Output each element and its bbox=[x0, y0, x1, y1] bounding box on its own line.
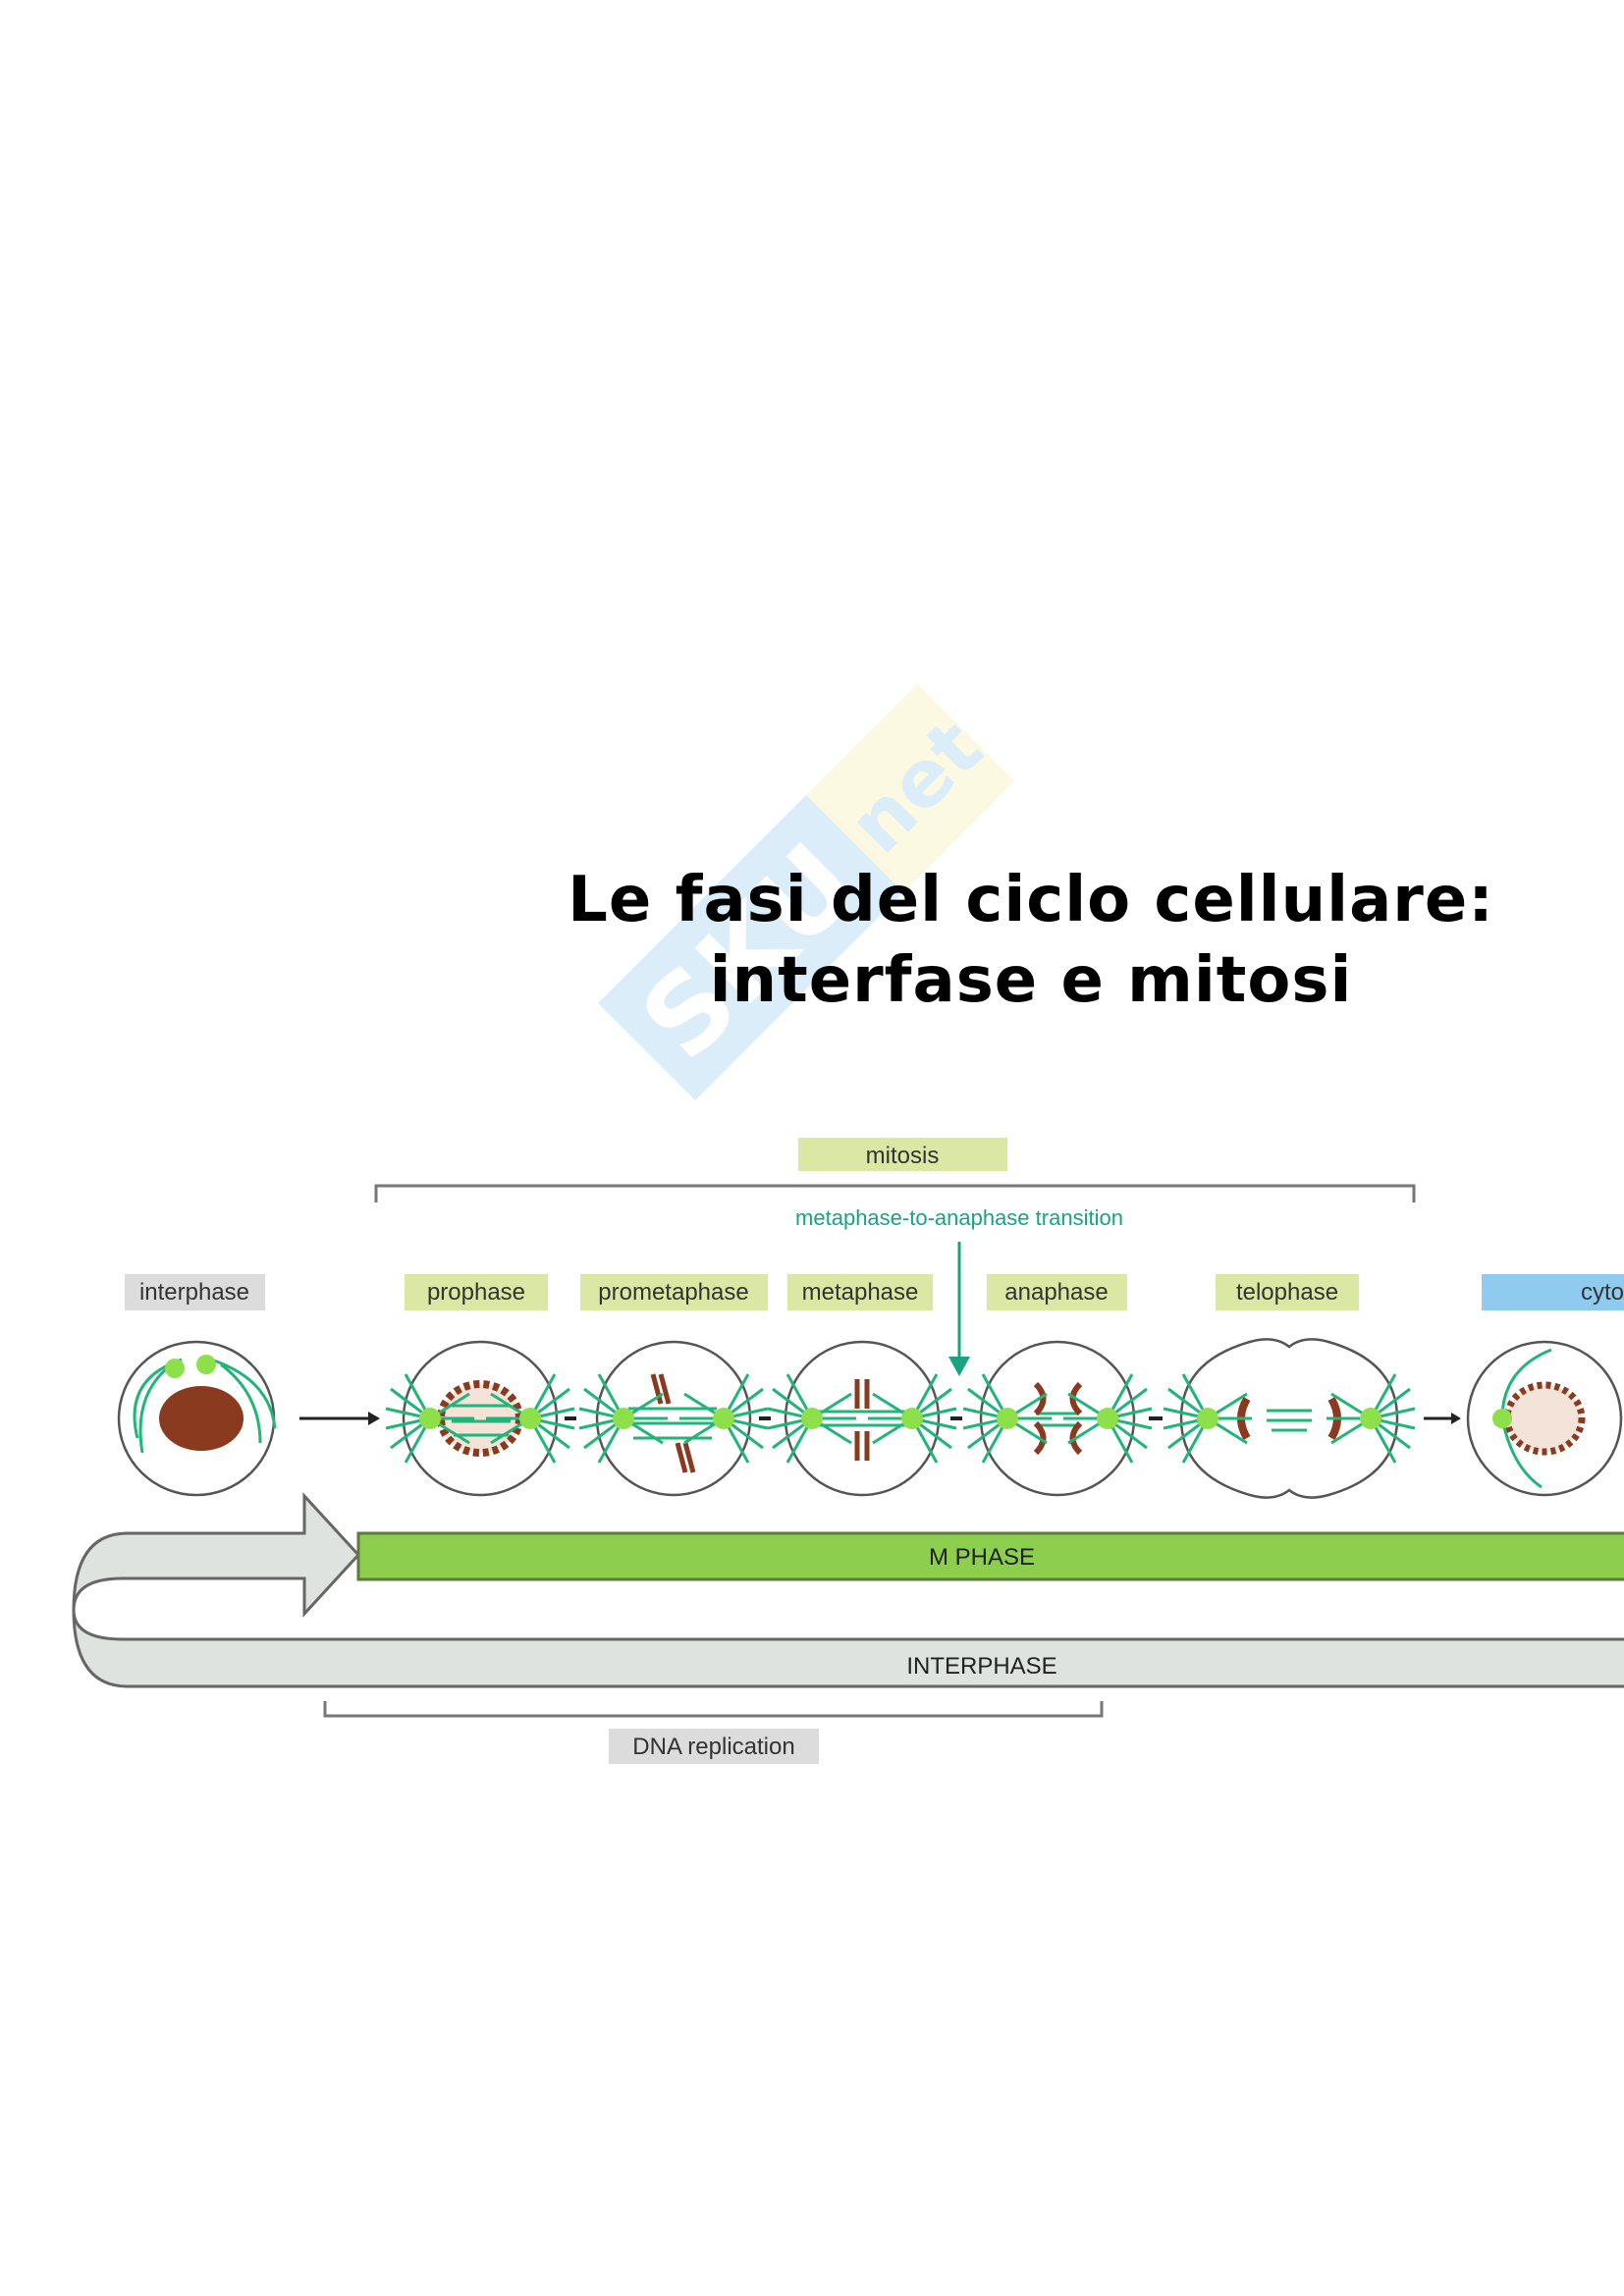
m-phase-label: M PHASE bbox=[929, 1544, 1035, 1571]
phase-label-box-cytokinesis bbox=[1482, 1274, 1624, 1310]
phase-label-interphase: interphase bbox=[139, 1279, 249, 1306]
page-title-line2: interfase e mitosi bbox=[709, 944, 1353, 1017]
interphase-cycle-arrow bbox=[72, 1492, 1624, 1688]
phase-label-box-prophase bbox=[405, 1274, 548, 1310]
dna-replication-label: DNA replication bbox=[632, 1734, 794, 1760]
arrow-icon bbox=[565, 1413, 1461, 1424]
mitosis-label: mitosis bbox=[866, 1143, 940, 1169]
mitosis-bracket bbox=[374, 1184, 1416, 1202]
cell-prophase bbox=[384, 1340, 576, 1497]
phase-label-box-prometaphase bbox=[580, 1274, 768, 1310]
cell-interphase bbox=[117, 1340, 277, 1497]
dna-replication-label-box bbox=[609, 1729, 819, 1764]
phase-label-box-telophase bbox=[1216, 1274, 1359, 1310]
phase-label-prophase: prophase bbox=[427, 1279, 525, 1306]
phase-label-box-metaphase bbox=[787, 1274, 933, 1310]
cell-telophase bbox=[1162, 1338, 1417, 1499]
phase-label-metaphase: metaphase bbox=[802, 1279, 919, 1306]
interphase-bar-label: INTERPHASE bbox=[906, 1653, 1056, 1680]
transition-arrow-head bbox=[948, 1357, 970, 1376]
page-title-line1: Le fasi del ciclo cellulare: bbox=[568, 864, 1494, 936]
cell-anaphase bbox=[961, 1340, 1154, 1497]
phase-label-prometaphase: prometaphase bbox=[598, 1279, 748, 1306]
phase-label-anaphase: anaphase bbox=[1004, 1279, 1108, 1306]
dna-replication-bracket bbox=[323, 1701, 1104, 1718]
arrow-head-icon bbox=[368, 1412, 380, 1425]
phase-label-telophase: telophase bbox=[1236, 1279, 1338, 1306]
phase-label-box-interphase bbox=[125, 1274, 265, 1310]
transition-label: metaphase-to-anaphase transition bbox=[795, 1205, 1123, 1230]
phase-label-cytokinesis: cyto bbox=[1581, 1279, 1624, 1306]
m-phase-bar bbox=[356, 1531, 1624, 1581]
cell-metaphase bbox=[766, 1340, 958, 1497]
phase-label-box-anaphase bbox=[987, 1274, 1127, 1310]
mitosis-label-box bbox=[798, 1138, 1007, 1171]
cell-prometaphase bbox=[577, 1340, 770, 1497]
cell-cytokinesis bbox=[1466, 1340, 1623, 1497]
